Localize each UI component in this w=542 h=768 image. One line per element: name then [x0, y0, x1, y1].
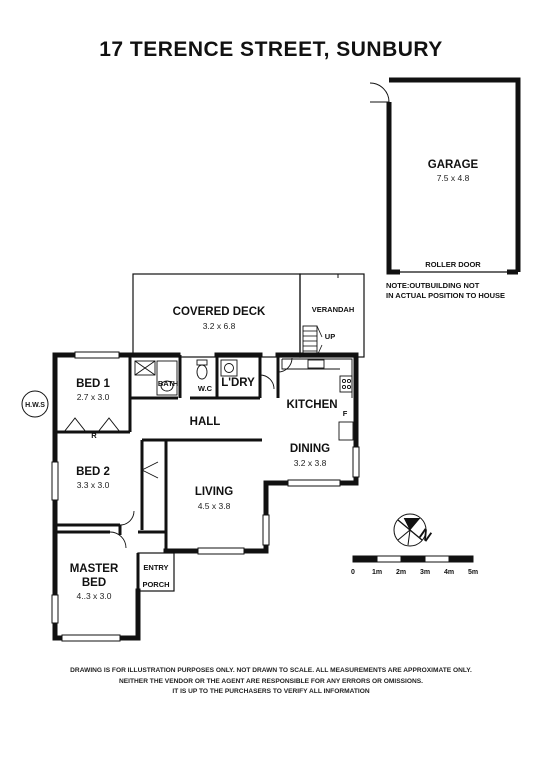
bed1-size: 2.7 x 3.0	[77, 392, 110, 402]
scale-tick-5: 5m	[468, 569, 478, 576]
scale-tick-1: 1m	[372, 569, 382, 576]
master-bed-label-1: MASTER	[70, 563, 119, 575]
bath-label: BATH	[158, 379, 178, 388]
fridge-label: F	[343, 409, 348, 418]
kitchen-label: KITCHEN	[286, 399, 337, 411]
kitchen-fixtures	[281, 358, 354, 441]
scale-labels: 0 1m 2m 3m 4m 5m	[351, 569, 478, 576]
bed2-label: BED 2	[76, 466, 110, 478]
scale-tick-0: 0	[351, 569, 355, 576]
windows	[51, 351, 360, 642]
scale-tick-4: 4m	[444, 569, 454, 576]
living-label: LIVING	[195, 486, 233, 498]
roller-door-label: ROLLER DOOR	[425, 260, 481, 269]
verandah-label: VERANDAH	[312, 305, 355, 314]
hws-label: H.W.S	[25, 402, 45, 409]
note-line-1: NOTE:OUTBUILDING NOT	[386, 281, 480, 290]
scale-bar	[352, 555, 474, 563]
covered-deck-label: COVERED DECK	[173, 306, 266, 318]
disclaimer-line-3: IT IS UP TO THE PURCHASERS TO VERIFY ALL…	[172, 688, 370, 695]
entry-porch-label-2: PORCH	[142, 580, 169, 589]
robe-doors	[63, 417, 121, 433]
compass-north-label: N	[416, 525, 435, 545]
bed1-label: BED 1	[76, 378, 110, 390]
scale-tick-3: 3m	[420, 569, 430, 576]
bathroom-fixtures	[134, 359, 238, 396]
master-bed-label-2: BED	[82, 577, 106, 589]
dining-size: 3.2 x 3.8	[294, 458, 327, 468]
note-line-2: IN ACTUAL POSITION TO HOUSE	[386, 291, 505, 300]
hws-unit	[21, 390, 49, 418]
disclaimer: DRAWING IS FOR ILLUSTRATION PURPOSES ONL…	[40, 666, 502, 698]
entry-porch-label-1: ENTRY	[143, 563, 168, 572]
entry-porch-outline	[137, 552, 175, 592]
compass-icon	[393, 513, 427, 547]
covered-deck-size: 3.2 x 6.8	[203, 321, 236, 331]
bed2-size: 3.3 x 3.0	[77, 480, 110, 490]
disclaimer-line-2: NEITHER THE VENDOR OR THE AGENT ARE RESP…	[119, 677, 423, 685]
scale-tick-2: 2m	[396, 569, 406, 576]
robe-label: R	[91, 431, 97, 440]
stairs-up-label: UP	[325, 332, 335, 341]
door-swings	[109, 357, 293, 549]
living-size: 4.5 x 3.8	[198, 501, 231, 511]
wc-label: W.C	[198, 384, 213, 393]
garage-size: 7.5 x 4.8	[437, 173, 470, 183]
master-bed-size: 4..3 x 3.0	[77, 591, 112, 601]
page-title: 17 TERENCE STREET, SUNBURY	[99, 38, 443, 61]
disclaimer-line-1: DRAWING IS FOR ILLUSTRATION PURPOSES ONL…	[70, 667, 472, 674]
laundry-label: L'DRY	[221, 377, 255, 389]
dining-label: DINING	[290, 443, 330, 455]
garage-structure	[369, 77, 521, 275]
garage-label: GARAGE	[428, 159, 479, 171]
hall-label: HALL	[190, 416, 221, 428]
